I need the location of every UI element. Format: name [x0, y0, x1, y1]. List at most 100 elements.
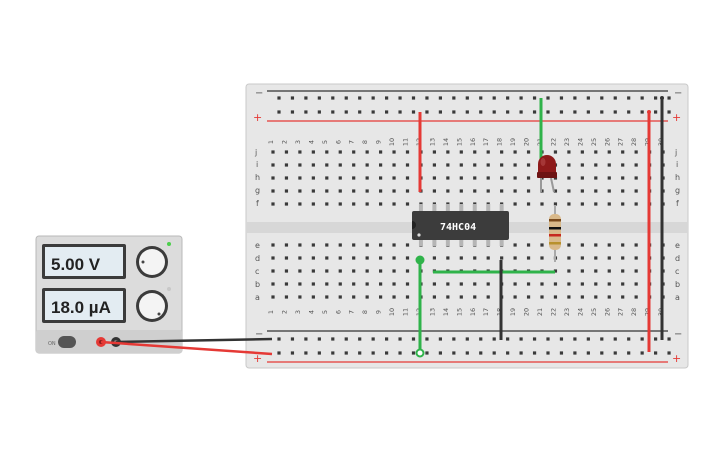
power-supply[interactable]: 5.00 V 18.0 µA ON: [35, 235, 183, 354]
breadboard-hole[interactable]: [600, 351, 604, 355]
breadboard-hole[interactable]: [298, 243, 302, 247]
breadboard-hole[interactable]: [532, 96, 537, 100]
breadboard-hole[interactable]: [325, 176, 329, 180]
breadboard-hole[interactable]: [573, 351, 577, 355]
breadboard-hole[interactable]: [634, 176, 638, 180]
breadboard-hole[interactable]: [580, 189, 584, 193]
breadboard-hole[interactable]: [553, 282, 558, 286]
breadboard-hole[interactable]: [304, 351, 308, 355]
breadboard-hole[interactable]: [559, 351, 564, 355]
breadboard-hole[interactable]: [411, 96, 416, 100]
breadboard-hole[interactable]: [371, 351, 375, 355]
breadboard-hole[interactable]: [607, 202, 611, 206]
breadboard-hole[interactable]: [452, 351, 456, 355]
breadboard-hole[interactable]: [298, 189, 302, 193]
breadboard-hole[interactable]: [392, 295, 396, 299]
breadboard-hole[interactable]: [304, 96, 308, 100]
breadboard-hole[interactable]: [284, 295, 289, 299]
breadboard-hole[interactable]: [486, 176, 490, 180]
breadboard-hole[interactable]: [580, 256, 584, 260]
breadboard-hole[interactable]: [392, 243, 396, 247]
breadboard-hole[interactable]: [352, 282, 356, 286]
black-supply-wire[interactable]: [115, 337, 273, 344]
breadboard-hole[interactable]: [573, 96, 577, 100]
breadboard-hole[interactable]: [371, 337, 375, 341]
breadboard-hole[interactable]: [405, 295, 410, 299]
breadboard-hole[interactable]: [654, 96, 658, 100]
breadboard-hole[interactable]: [567, 189, 571, 193]
breadboard-hole[interactable]: [459, 256, 463, 260]
breadboard-hole[interactable]: [405, 176, 410, 180]
breadboard-hole[interactable]: [479, 337, 483, 341]
breadboard-hole[interactable]: [271, 176, 275, 180]
breadboard-hole[interactable]: [627, 337, 631, 341]
breadboard-hole[interactable]: [392, 202, 396, 206]
breadboard-hole[interactable]: [486, 295, 490, 299]
breadboard-hole[interactable]: [338, 189, 342, 193]
breadboard-hole[interactable]: [392, 176, 396, 180]
red-supply-wire[interactable]: [100, 340, 273, 356]
breadboard-hole[interactable]: [352, 176, 356, 180]
breadboard-hole[interactable]: [667, 337, 671, 341]
breadboard-hole[interactable]: [526, 295, 531, 299]
breadboard-hole[interactable]: [634, 256, 638, 260]
breadboard-hole[interactable]: [365, 189, 369, 193]
breadboard-hole[interactable]: [425, 351, 429, 355]
breadboard-hole[interactable]: [311, 256, 315, 260]
breadboard-hole[interactable]: [607, 282, 611, 286]
breadboard-hole[interactable]: [365, 243, 369, 247]
breadboard-hole[interactable]: [271, 256, 275, 260]
breadboard-hole[interactable]: [465, 351, 469, 355]
breadboard-hole[interactable]: [567, 176, 571, 180]
breadboard-hole[interactable]: [607, 269, 611, 273]
breadboard-hole[interactable]: [634, 202, 638, 206]
breadboard-hole[interactable]: [379, 176, 383, 180]
breadboard-hole[interactable]: [567, 256, 571, 260]
breadboard-hole[interactable]: [621, 243, 625, 247]
breadboard-hole[interactable]: [506, 351, 510, 355]
breadboard-hole[interactable]: [667, 96, 671, 100]
breadboard-hole[interactable]: [432, 163, 436, 167]
breadboard-hole[interactable]: [352, 295, 356, 299]
breadboard-hole[interactable]: [479, 351, 483, 355]
breadboard-hole[interactable]: [586, 96, 590, 100]
breadboard-hole[interactable]: [594, 256, 598, 260]
resistor-icon[interactable]: [549, 205, 561, 262]
breadboard-hole[interactable]: [311, 243, 315, 247]
breadboard-hole[interactable]: [365, 295, 369, 299]
breadboard-hole[interactable]: [594, 202, 598, 206]
breadboard-hole[interactable]: [425, 337, 429, 341]
breadboard-hole[interactable]: [640, 110, 644, 114]
breadboard-hole[interactable]: [473, 163, 477, 167]
breadboard-hole[interactable]: [432, 256, 436, 260]
breadboard-hole[interactable]: [459, 282, 463, 286]
breadboard-hole[interactable]: [379, 256, 383, 260]
breadboard-hole[interactable]: [526, 202, 531, 206]
breadboard-hole[interactable]: [331, 351, 335, 355]
breadboard-hole[interactable]: [392, 269, 396, 273]
breadboard-hole[interactable]: [385, 337, 389, 341]
breadboard-hole[interactable]: [613, 96, 617, 100]
breadboard-hole[interactable]: [621, 150, 625, 154]
breadboard-hole[interactable]: [513, 176, 517, 180]
breadboard-hole[interactable]: [519, 110, 523, 114]
breadboard-hole[interactable]: [594, 295, 598, 299]
breadboard-hole[interactable]: [271, 202, 275, 206]
breadboard-hole[interactable]: [311, 163, 315, 167]
breadboard-hole[interactable]: [411, 337, 416, 341]
breadboard-hole[interactable]: [385, 110, 389, 114]
breadboard-hole[interactable]: [580, 202, 584, 206]
breadboard-hole[interactable]: [559, 110, 564, 114]
breadboard-hole[interactable]: [486, 256, 490, 260]
breadboard-hole[interactable]: [500, 189, 504, 193]
voltage-knob[interactable]: [139, 249, 165, 275]
breadboard-hole[interactable]: [352, 163, 356, 167]
breadboard-hole[interactable]: [298, 150, 302, 154]
breadboard-hole[interactable]: [317, 96, 321, 100]
breadboard-hole[interactable]: [553, 295, 558, 299]
breadboard-hole[interactable]: [304, 110, 308, 114]
breadboard-hole[interactable]: [607, 189, 611, 193]
breadboard-hole[interactable]: [621, 256, 625, 260]
breadboard-hole[interactable]: [621, 189, 625, 193]
breadboard-hole[interactable]: [425, 96, 429, 100]
